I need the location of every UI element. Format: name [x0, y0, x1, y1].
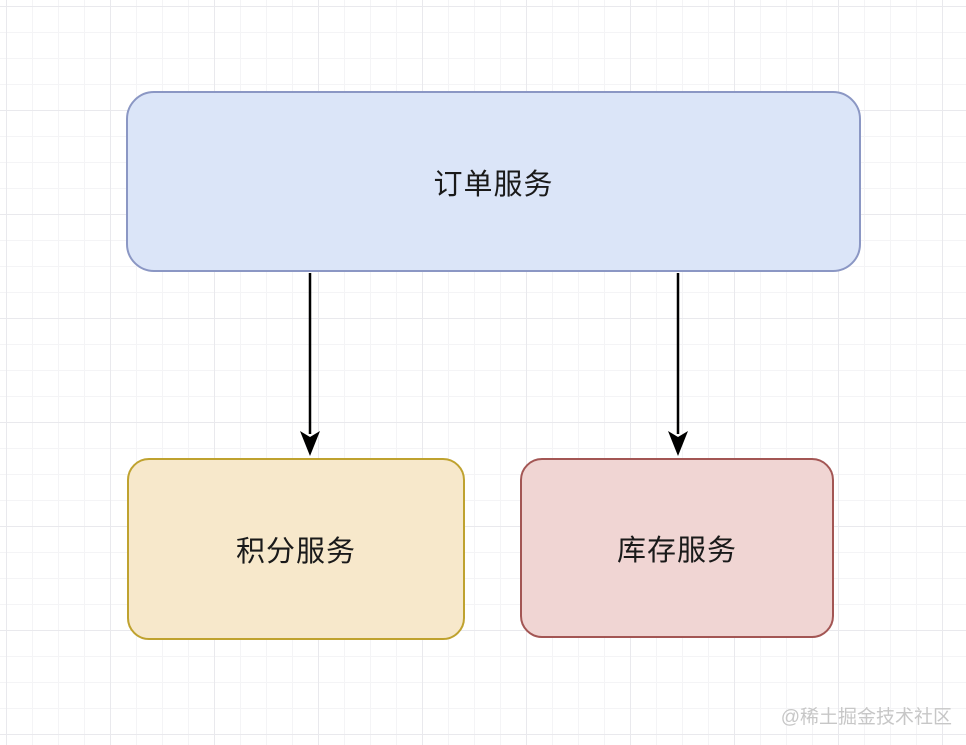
watermark: @稀土掘金技术社区 — [780, 707, 952, 728]
node-order-service-label: 订单服务 — [433, 168, 554, 201]
node-order-service[interactable]: 订单服务 — [126, 91, 861, 272]
arrow-order-to-points — [300, 273, 320, 456]
arrowhead-icon — [668, 431, 688, 456]
arrow-order-to-inventory — [668, 273, 688, 456]
node-points-service-label: 积分服务 — [235, 536, 356, 568]
node-inventory-service[interactable]: 库存服务 — [520, 458, 834, 638]
node-points-service[interactable]: 积分服务 — [127, 458, 465, 640]
arrowhead-icon — [300, 431, 320, 456]
node-inventory-service-label: 库存服务 — [616, 535, 737, 567]
